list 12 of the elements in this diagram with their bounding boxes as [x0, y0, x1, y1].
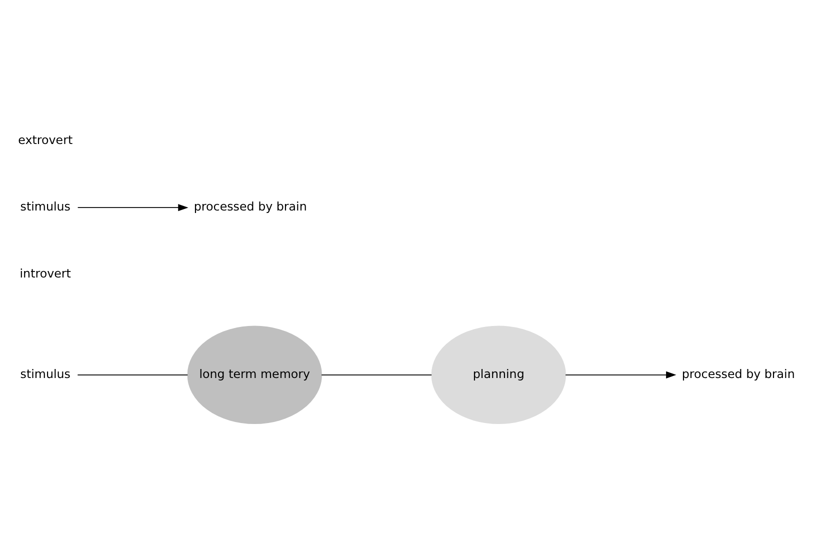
node-ellipse: planning: [431, 325, 566, 424]
node-ellipse: long term memory: [187, 325, 322, 424]
connector: [77, 374, 188, 375]
connector: [321, 374, 432, 375]
label: extrovert: [18, 132, 73, 146]
node-text: stimulus: [20, 199, 70, 214]
node-text: stimulus: [20, 366, 70, 381]
node-text: processed by brain: [682, 366, 795, 381]
node-text: processed by brain: [194, 199, 307, 214]
label: introvert: [20, 266, 71, 280]
arrow: [77, 204, 188, 211]
arrow: [565, 370, 676, 378]
